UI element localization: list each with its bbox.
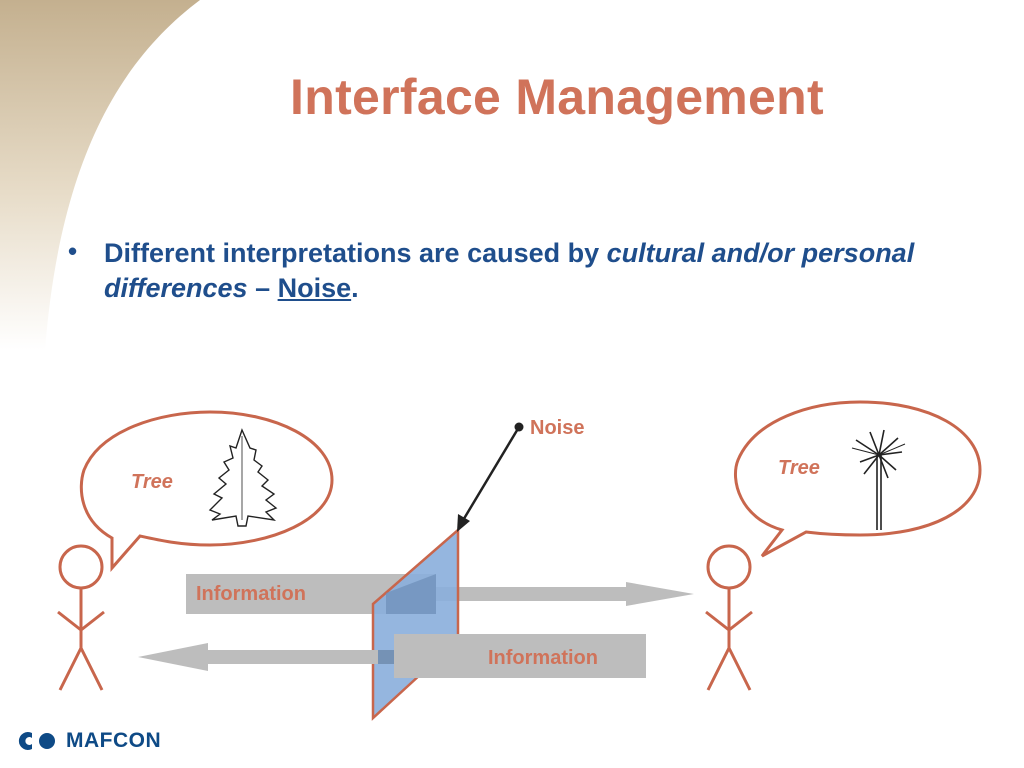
corner-decoration: [0, 0, 200, 350]
bullet-text-period: .: [351, 273, 359, 303]
left-stick-figure-icon: [57, 544, 105, 691]
slide-title: Interface Management: [290, 69, 824, 125]
right-speech-bubble: [734, 400, 982, 558]
bullet-text-dash: –: [247, 273, 278, 303]
bullet-marker: •: [68, 236, 78, 266]
bullet-text-noise: Noise: [277, 273, 352, 303]
mafcon-logo: MAFCON: [18, 728, 161, 754]
noise-pointer-arrow: [457, 422, 524, 532]
noise-label: Noise: [530, 417, 584, 439]
bullet-text-part1: Different interpretations are caused by: [104, 238, 607, 268]
mafcon-logo-icon: [18, 732, 55, 750]
bullet-text-italic: cultural and/or personal differences: [104, 238, 915, 303]
palm-tree-icon: [851, 429, 906, 530]
left-bubble-label: Tree: [131, 471, 173, 493]
fir-tree-icon: [208, 428, 278, 527]
bottom-information-arrow: [138, 634, 646, 678]
top-arrow-label: Information: [196, 583, 306, 605]
right-bubble-label: Tree: [778, 457, 820, 479]
noise-panel: [371, 527, 460, 721]
bottom-arrow-label: Information: [488, 647, 598, 669]
bullet-text: Different interpretations are caused by …: [104, 236, 964, 306]
right-stick-figure-icon: [705, 544, 753, 691]
logo-text: MAFCON: [66, 729, 162, 752]
left-speech-bubble: [79, 410, 334, 572]
panel-overlap-top: [386, 574, 436, 614]
